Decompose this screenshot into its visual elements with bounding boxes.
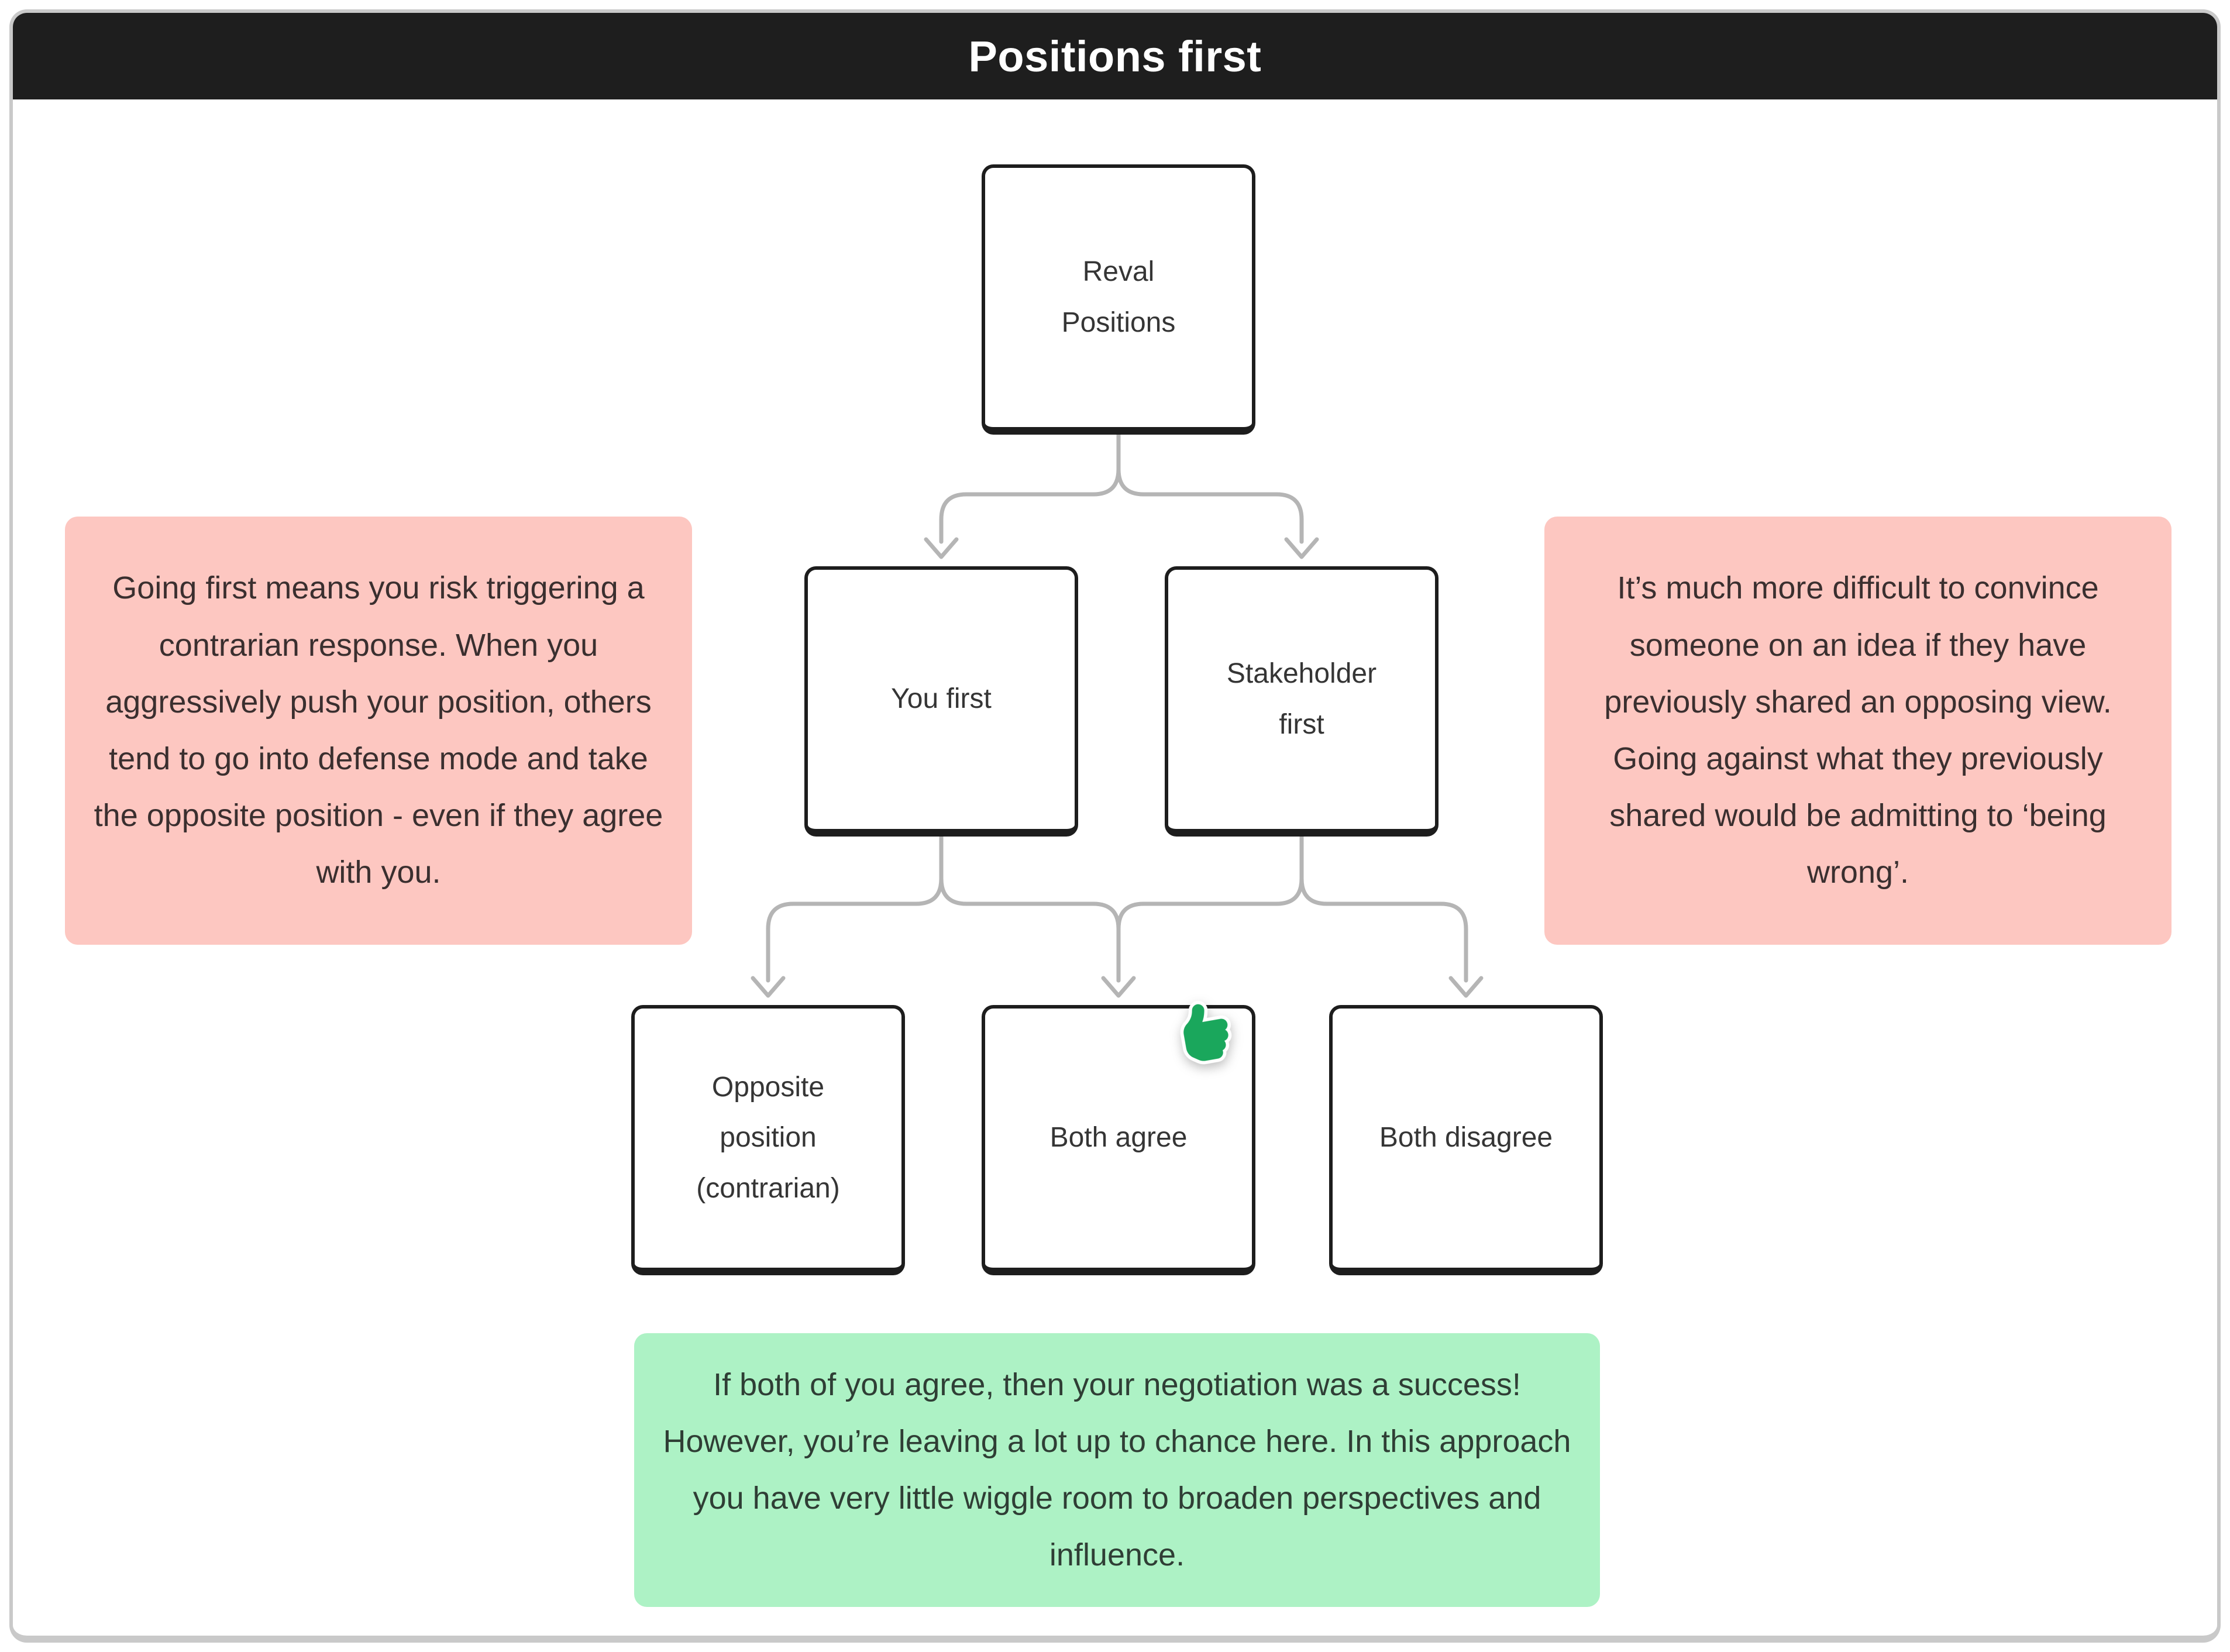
- node-reveal-positions: Reval Positions: [982, 164, 1255, 435]
- note-contrarian-risk: Going first means you risk triggering a …: [65, 517, 692, 945]
- node-both-agree-label: Both agree: [1049, 1122, 1188, 1154]
- note-both-agree-outcome-text: If both of you agree, then your negotiat…: [663, 1367, 1571, 1573]
- node-stakeholder-first: Stakeholder first: [1165, 566, 1439, 837]
- title-bar: Positions first: [13, 13, 2217, 99]
- thumbs-up-icon: [1164, 990, 1243, 1072]
- node-stakeholder-first-label: Stakeholder first: [1226, 658, 1377, 740]
- node-both-disagree: Both disagree: [1329, 1005, 1603, 1275]
- node-opposite-position-label: Opposite position (contrarian): [696, 1071, 840, 1204]
- page-title: Positions first: [968, 32, 1262, 81]
- note-contrarian-risk-text: Going first means you risk triggering a …: [94, 570, 663, 890]
- note-both-agree-outcome: If both of you agree, then your negotiat…: [634, 1333, 1600, 1607]
- node-both-disagree-label: Both disagree: [1379, 1122, 1553, 1154]
- node-opposite-position: Opposite position (contrarian): [631, 1005, 905, 1275]
- node-you-first: You first: [804, 566, 1078, 837]
- note-opposing-view-text: It’s much more difficult to convince som…: [1604, 570, 2112, 890]
- node-you-first-label: You first: [891, 683, 992, 715]
- node-reveal-positions-label: Reval Positions: [1061, 256, 1176, 338]
- note-opposing-view: It’s much more difficult to convince som…: [1544, 517, 2172, 945]
